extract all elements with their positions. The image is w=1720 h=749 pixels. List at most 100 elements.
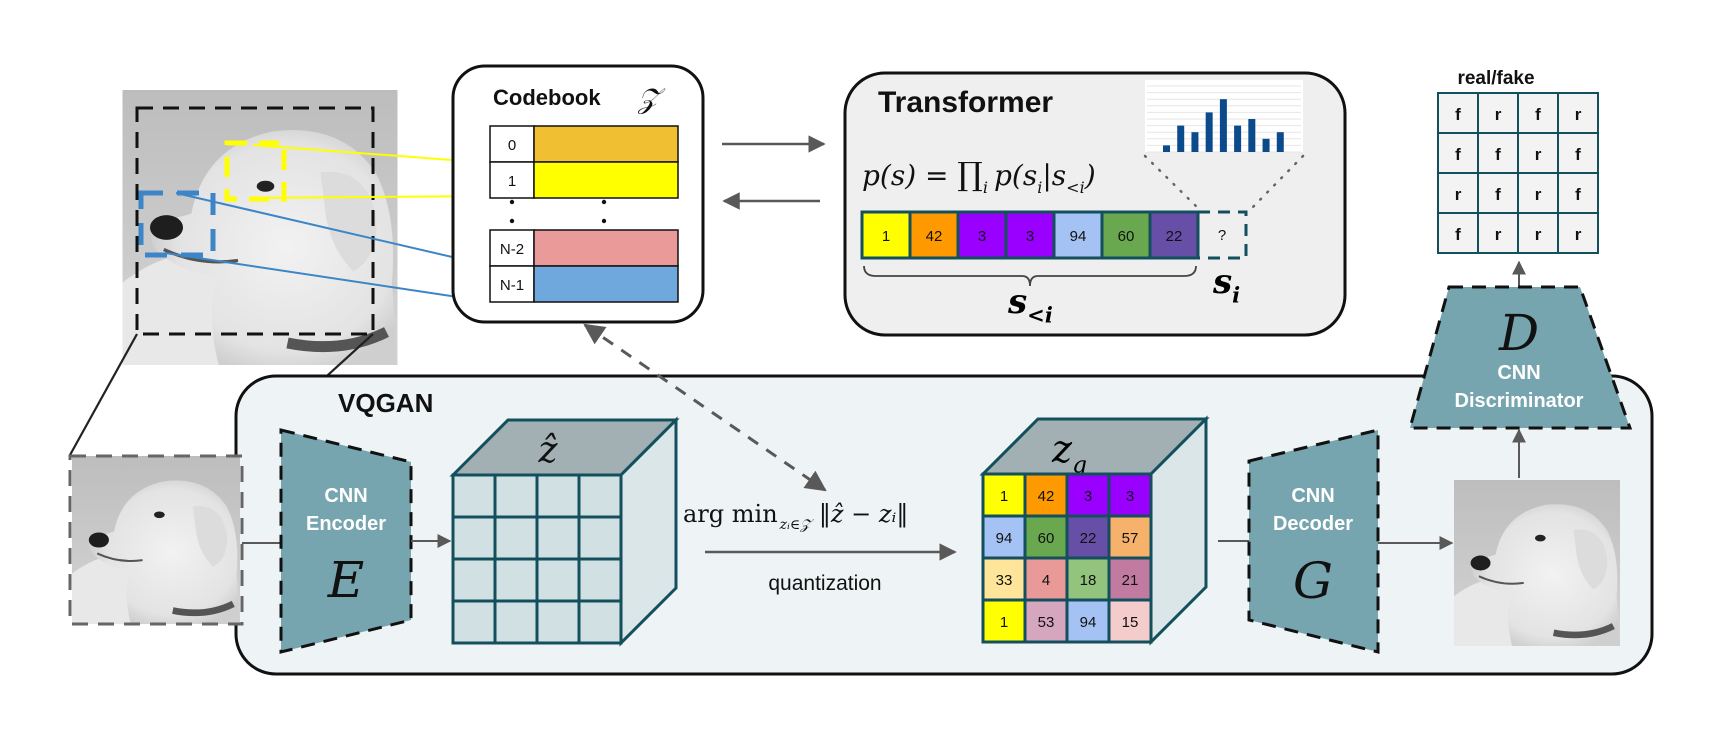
decoder-block-shape [1247, 428, 1380, 654]
real-fake-cell: f [1477, 172, 1519, 214]
zq-cell: 3 [1065, 472, 1111, 518]
zhat-label: ẑ [538, 430, 559, 471]
zq-cell-label: 42 [1038, 488, 1055, 505]
transformer-title: Transformer [878, 86, 1053, 119]
real-fake-cell-box [1437, 212, 1479, 254]
discriminator-block-label-line1: CNN [1497, 362, 1540, 384]
input-dog-image [72, 456, 240, 624]
real-fake-cell-label: f [1495, 145, 1501, 164]
zhat-cell [535, 599, 581, 645]
codebook-vector-cell [533, 229, 679, 267]
zq-cell-label: 53 [1038, 614, 1055, 631]
zq-cell: 1 [981, 598, 1027, 644]
ellipsis-dot [601, 218, 607, 224]
sequence-token: 3 [1004, 210, 1056, 260]
probability-histogram [1145, 80, 1303, 153]
histogram-bar-6 [1234, 125, 1242, 152]
zq-cell: 1 [981, 472, 1027, 518]
discriminator-block-label-line2: Discriminator [1455, 390, 1584, 412]
real-fake-cell-label: r [1575, 105, 1582, 124]
patch-highlight-yellow [224, 140, 287, 202]
decoder-block-symbol: G [1293, 552, 1333, 610]
codebook-title: Codebook [493, 85, 601, 110]
zhat-cell [493, 473, 539, 519]
zq-cell-label: 33 [996, 572, 1013, 589]
codebook-index-cell [489, 161, 535, 199]
real-fake-cell-label: f [1455, 105, 1461, 124]
zq-cell: 57 [1107, 514, 1153, 560]
sequence-token-cell [908, 210, 960, 260]
sequence-token-label: 22 [1166, 228, 1183, 245]
histogram-bar-3 [1191, 132, 1199, 152]
zq-cell-label: 1 [1000, 488, 1008, 505]
real-fake-cell: r [1517, 212, 1559, 254]
next-token-label: ? [1218, 227, 1226, 244]
zq-cell-label: 3 [1084, 488, 1092, 505]
sequence-token-cell [860, 210, 912, 260]
sequence-token-label: 1 [882, 228, 890, 245]
codebook-lookup-arrow[interactable] [583, 323, 827, 492]
sequence-token-label: 3 [1026, 228, 1034, 245]
ellipsis-dot [601, 199, 607, 205]
reconstructed-dog-image [1454, 480, 1620, 646]
zq-cell-box [1065, 472, 1111, 518]
discriminator-block-symbol: D [1498, 304, 1539, 362]
real-fake-cell: r [1437, 172, 1479, 214]
real-fake-cell: f [1557, 172, 1599, 214]
zq-cell: 53 [1023, 598, 1069, 644]
histogram-bar-8 [1262, 138, 1270, 152]
zq-cell-label: 22 [1080, 530, 1097, 547]
context-label: s<i [1007, 282, 1053, 328]
map-line-yellow-2 [252, 195, 492, 199]
codebook-index-cell [489, 265, 535, 303]
real-fake-cell-label: r [1575, 225, 1582, 244]
zq-cell: 15 [1107, 598, 1153, 644]
histogram-bar-2 [1177, 125, 1185, 152]
zhat-cell [577, 599, 623, 645]
sequence-token-cell [1052, 210, 1104, 260]
real-fake-cell-box [1477, 92, 1519, 134]
zq-cell-label: 3 [1126, 488, 1134, 505]
zhat-cell [577, 473, 623, 519]
next-token-symbol: si [1212, 262, 1240, 308]
vqgan-title: VQGAN [338, 388, 433, 418]
zhat-cell [451, 515, 497, 561]
real-fake-cell: r [1477, 92, 1519, 134]
real-fake-cell: f [1557, 132, 1599, 174]
zq-cell-box [1107, 514, 1153, 560]
sequence-token-label: 3 [978, 228, 986, 245]
zhat-cell [493, 599, 539, 645]
real-fake-cell-label: f [1495, 185, 1501, 204]
sequence-token: 3 [956, 210, 1008, 260]
real-fake-cell: r [1557, 212, 1599, 254]
zhat-cell [577, 515, 623, 561]
real-fake-cell-box [1557, 92, 1599, 134]
sequence-token: 94 [1052, 210, 1104, 260]
codebook-index-cell [489, 229, 535, 267]
real-fake-cell-label: f [1455, 145, 1461, 164]
input-image-border [68, 454, 244, 626]
real-fake-cell-label: f [1535, 105, 1541, 124]
encoder-block-symbol: E [327, 551, 365, 609]
codebook-vector-cell [533, 161, 679, 199]
histogram-bar-4 [1205, 112, 1213, 152]
zhat-cell [577, 557, 623, 603]
zq-cell: 21 [1107, 556, 1153, 602]
codebook-entry-1: 1 [489, 161, 679, 199]
real-fake-cell-label: f [1575, 185, 1581, 204]
zq-cell: 60 [1023, 514, 1069, 560]
ellipsis-dot [509, 218, 515, 224]
zq-cell-label: 94 [996, 530, 1013, 547]
zq-cell-label: 4 [1042, 572, 1050, 589]
real-fake-cell: f [1477, 132, 1519, 174]
next-token-placeholder [1196, 210, 1248, 260]
real-fake-cell: r [1517, 132, 1559, 174]
zq-cell-label: 18 [1080, 572, 1097, 589]
zhat-cell [451, 473, 497, 519]
discriminator-block: CNN Discriminator D [1408, 285, 1633, 430]
sequence-token-cell [1100, 210, 1152, 260]
